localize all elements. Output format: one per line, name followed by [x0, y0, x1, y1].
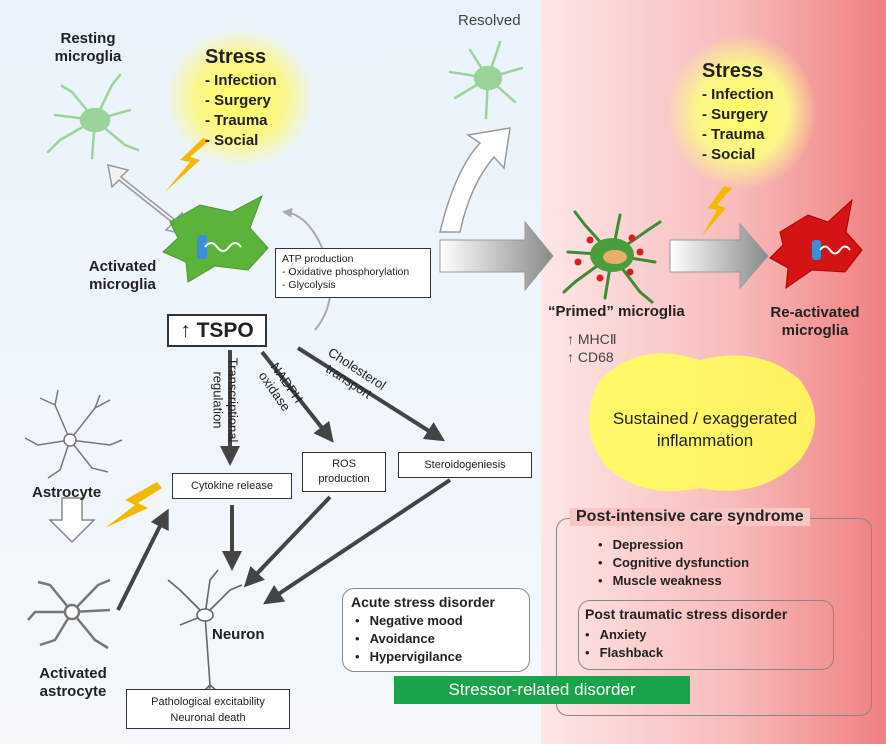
steroid-to-neuron-arrow — [263, 478, 452, 605]
primed-marker: ↑ CD68 — [567, 349, 614, 365]
primed-to-reactivated-arrow — [669, 222, 769, 290]
stress-right-block: Stress - Infection - Surgery - Trauma - … — [702, 60, 774, 165]
pics-list: Depression Cognitive dysfunction Muscle … — [598, 536, 750, 590]
ptsd-title: Post traumatic stress disorder — [585, 606, 788, 622]
ptsd-item: Flashback — [585, 644, 833, 662]
stress-left-item: - Surgery — [205, 92, 271, 109]
stress-glow-left — [165, 28, 315, 168]
atp-box-item: - Oxidative phosphorylation — [282, 266, 410, 278]
astrocyte-label: Astrocyte — [32, 484, 102, 501]
nadph-arrow — [260, 350, 334, 443]
lightning-right-icon — [702, 186, 732, 236]
acute-stress-item: Avoidance — [355, 630, 529, 648]
stress-glow-right — [667, 34, 817, 190]
pics-item: Muscle weakness — [598, 572, 749, 590]
primed-microglia-label: “Primed” microglia — [548, 303, 685, 320]
acute-stress-item: Negative mood — [355, 612, 529, 630]
atp-box-item: - Glycolysis — [282, 279, 336, 291]
cytokine-release-box: Cytokine release — [172, 473, 292, 499]
activated-astrocyte-icon — [27, 578, 111, 650]
lightning-left-icon — [165, 138, 210, 192]
astrocyte-to-cytokine-arrow — [116, 508, 169, 611]
astrocyte-down-arrow — [48, 497, 96, 544]
activated-to-primed-arrow — [439, 220, 554, 292]
stress-left-block: Stress - Infection - Surgery - Trauma - … — [205, 46, 277, 151]
acute-stress-title: Acute stress disorder — [351, 594, 495, 610]
inflammation-glow — [588, 353, 815, 492]
stress-right-item: - Social — [702, 146, 756, 163]
acute-stress-item: Hypervigilance — [355, 648, 529, 666]
primed-marker: ↑ MHCⅡ — [567, 331, 617, 347]
neuron-icon — [167, 569, 243, 705]
resolved-microglia-icon — [448, 40, 524, 120]
activated-microglia-label: Activated microglia — [88, 258, 157, 293]
astrocyte-icon — [24, 389, 123, 479]
ptsd-box: Post traumatic stress disorder Anxiety F… — [578, 600, 834, 670]
ptsd-item: Anxiety — [585, 626, 833, 644]
activated-astrocyte-label: Activated astrocyte — [39, 665, 107, 700]
pics-item: Depression — [598, 536, 749, 554]
steroidogenesis-box: Steroidogeniesis — [398, 452, 532, 478]
activated-microglia-icon — [162, 194, 269, 283]
acute-stress-disorder-box: Acute stress disorder Negative mood Avoi… — [342, 588, 530, 672]
inflammation-label: Sustained / exaggerated inflammation — [612, 409, 798, 450]
primed-markers-dots — [574, 234, 644, 282]
stress-right-item: - Surgery — [702, 106, 768, 123]
stress-right-item: - Trauma — [702, 126, 765, 143]
pathology-box: Pathological excitability Neuronal death — [126, 689, 290, 729]
cholesterol-arrow — [296, 346, 446, 442]
reactivated-microglia-label: Re-activated microglia — [770, 304, 860, 339]
primed-microglia-icon — [562, 210, 662, 304]
stress-left-title: Stress — [205, 46, 267, 68]
ros-production-box: ROS production — [302, 452, 386, 492]
tspo-box: ↑ TSPO — [167, 314, 267, 347]
pics-item: Cognitive dysfunction — [598, 554, 750, 572]
lightning-astrocyte-icon — [105, 482, 162, 528]
stress-left-item: - Social — [205, 132, 259, 149]
stress-left-item: - Trauma — [205, 112, 268, 129]
atp-production-box: ATP production - Oxidative phosphorylati… — [275, 248, 431, 298]
stress-right-title: Stress — [702, 60, 764, 82]
resolved-label: Resolved — [458, 12, 521, 29]
stress-left-item: - Infection — [205, 72, 277, 89]
atp-box-title: ATP production — [282, 253, 354, 265]
stress-right-item: - Infection — [702, 86, 774, 103]
neuron-label: Neuron — [212, 626, 265, 643]
resolved-up-arrow — [439, 127, 511, 233]
primed-markers: ↑ MHCⅡ ↑ CD68 — [567, 330, 617, 366]
resting-microglia-label: Resting microglia — [54, 30, 122, 65]
pics-title: Post-intensive care syndrome — [570, 508, 810, 526]
resting-microglia-icon — [46, 73, 140, 160]
stressor-related-disorder-banner: Stressor-related disorder — [394, 676, 690, 704]
transcriptional-label: Transcriptional regulation — [210, 357, 241, 443]
ros-to-neuron-arrow — [243, 495, 332, 588]
